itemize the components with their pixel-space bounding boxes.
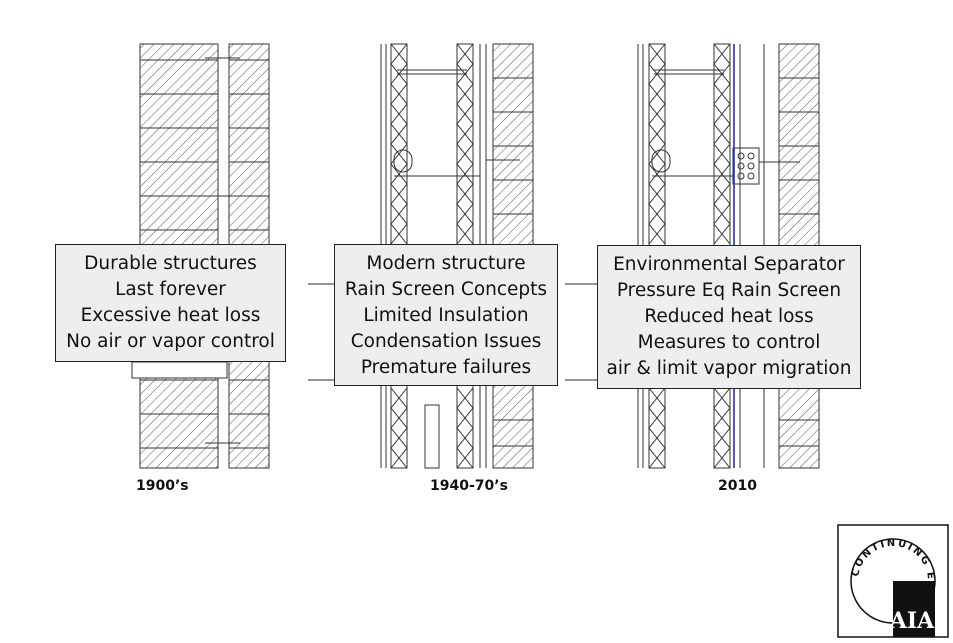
callout-line: Last forever (115, 279, 226, 300)
era-label-1940-70: 1940-70’s (430, 478, 508, 494)
callout-line: Measures to control (637, 332, 821, 353)
callout-1900: Durable structures Last forever Excessiv… (55, 244, 286, 362)
callout-line: Durable structures (84, 253, 257, 274)
callout-line: Pressure Eq Rain Screen (616, 280, 842, 301)
era-label-1900: 1900’s (136, 478, 189, 494)
callout-line: Environmental Separator (613, 254, 845, 275)
callout-leaders (308, 283, 597, 381)
callout-line: Condensation Issues (350, 331, 542, 352)
callout-line: Rain Screen Concepts (344, 279, 548, 300)
callout-line: Limited Insulation (363, 305, 529, 326)
callout-line: No air or vapor control (66, 331, 275, 352)
logo-mark: AIA (889, 608, 935, 634)
callout-1940-70: Modern structure Rain Screen Concepts Li… (334, 244, 558, 386)
callout-2010: Environmental Separator Pressure Eq Rain… (597, 245, 861, 389)
callout-line: air & limit vapor migration (606, 358, 852, 379)
callout-line: Excessive heat loss (80, 305, 261, 326)
era-label-2010: 2010 (718, 478, 757, 494)
callout-line: Premature failures (360, 357, 532, 378)
callout-line: Modern structure (366, 253, 526, 274)
callout-line: Reduced heat loss (644, 306, 814, 327)
